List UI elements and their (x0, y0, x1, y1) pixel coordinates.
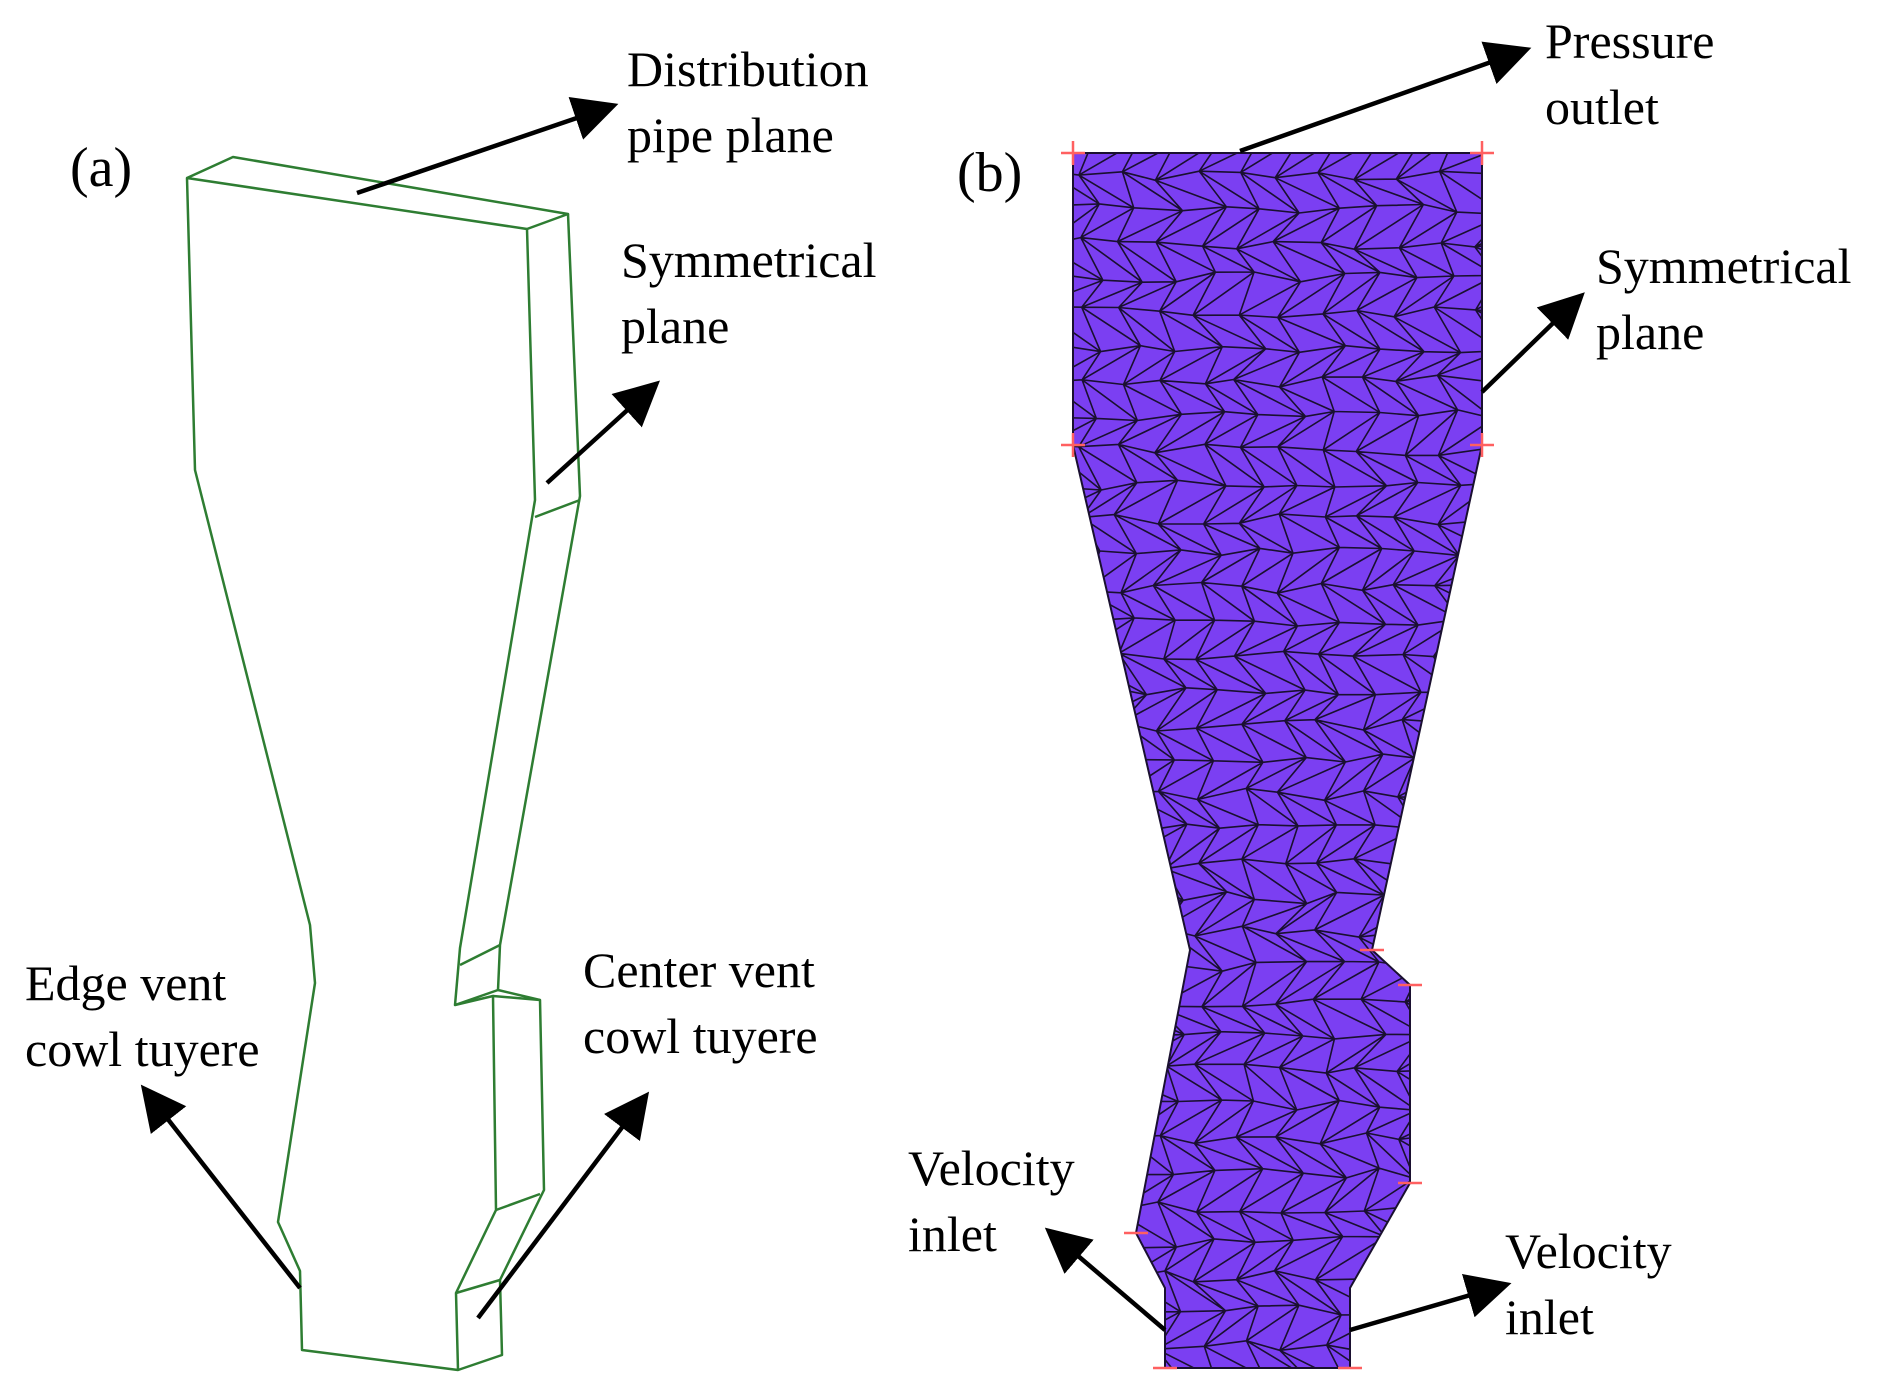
arrow-edge-vent (140, 1084, 302, 1290)
label-distribution-pipe-plane: Distribution pipe plane (627, 41, 869, 163)
right-side-face-outline (457, 213, 582, 1372)
label-velocity-inlet-right: Velocity inlet (1505, 1223, 1672, 1345)
label-center-vent-cowl-tuyere: Center vent cowl tuyere (583, 942, 818, 1064)
label-velocity-inlet-left: Velocity inlet (908, 1140, 1075, 1262)
panel-b-mesh-model (1061, 141, 1494, 1370)
arrow-center-vent (476, 1091, 650, 1320)
front-face-outline (185, 176, 537, 1372)
label-symmetrical-plane-b: Symmetrical plane (1596, 238, 1852, 360)
label-edge-vent-cowl-tuyere: Edge vent cowl tuyere (25, 955, 260, 1077)
label-symmetrical-plane-a: Symmetrical plane (621, 232, 877, 354)
arrow-symmetrical-a (545, 380, 660, 485)
annotation-arrows (140, 41, 1585, 1333)
panel-b-tag: (b) (957, 142, 1023, 204)
arrow-symmetrical-b (1480, 292, 1585, 394)
arrow-velocity-inlet-left (1044, 1227, 1167, 1332)
label-pressure-outlet: Pressure outlet (1545, 13, 1715, 135)
arrow-velocity-inlet-right (1349, 1274, 1512, 1333)
panel-a-tag: (a) (70, 137, 133, 199)
panel-a-wireframe-model (185, 155, 582, 1372)
boundary-markers (1061, 141, 1494, 1370)
arrow-pressure-outlet (1239, 41, 1532, 154)
side-face-edges (454, 498, 581, 1295)
arrow-distribution-pipe (356, 97, 619, 196)
top-face-outline (186, 155, 570, 231)
